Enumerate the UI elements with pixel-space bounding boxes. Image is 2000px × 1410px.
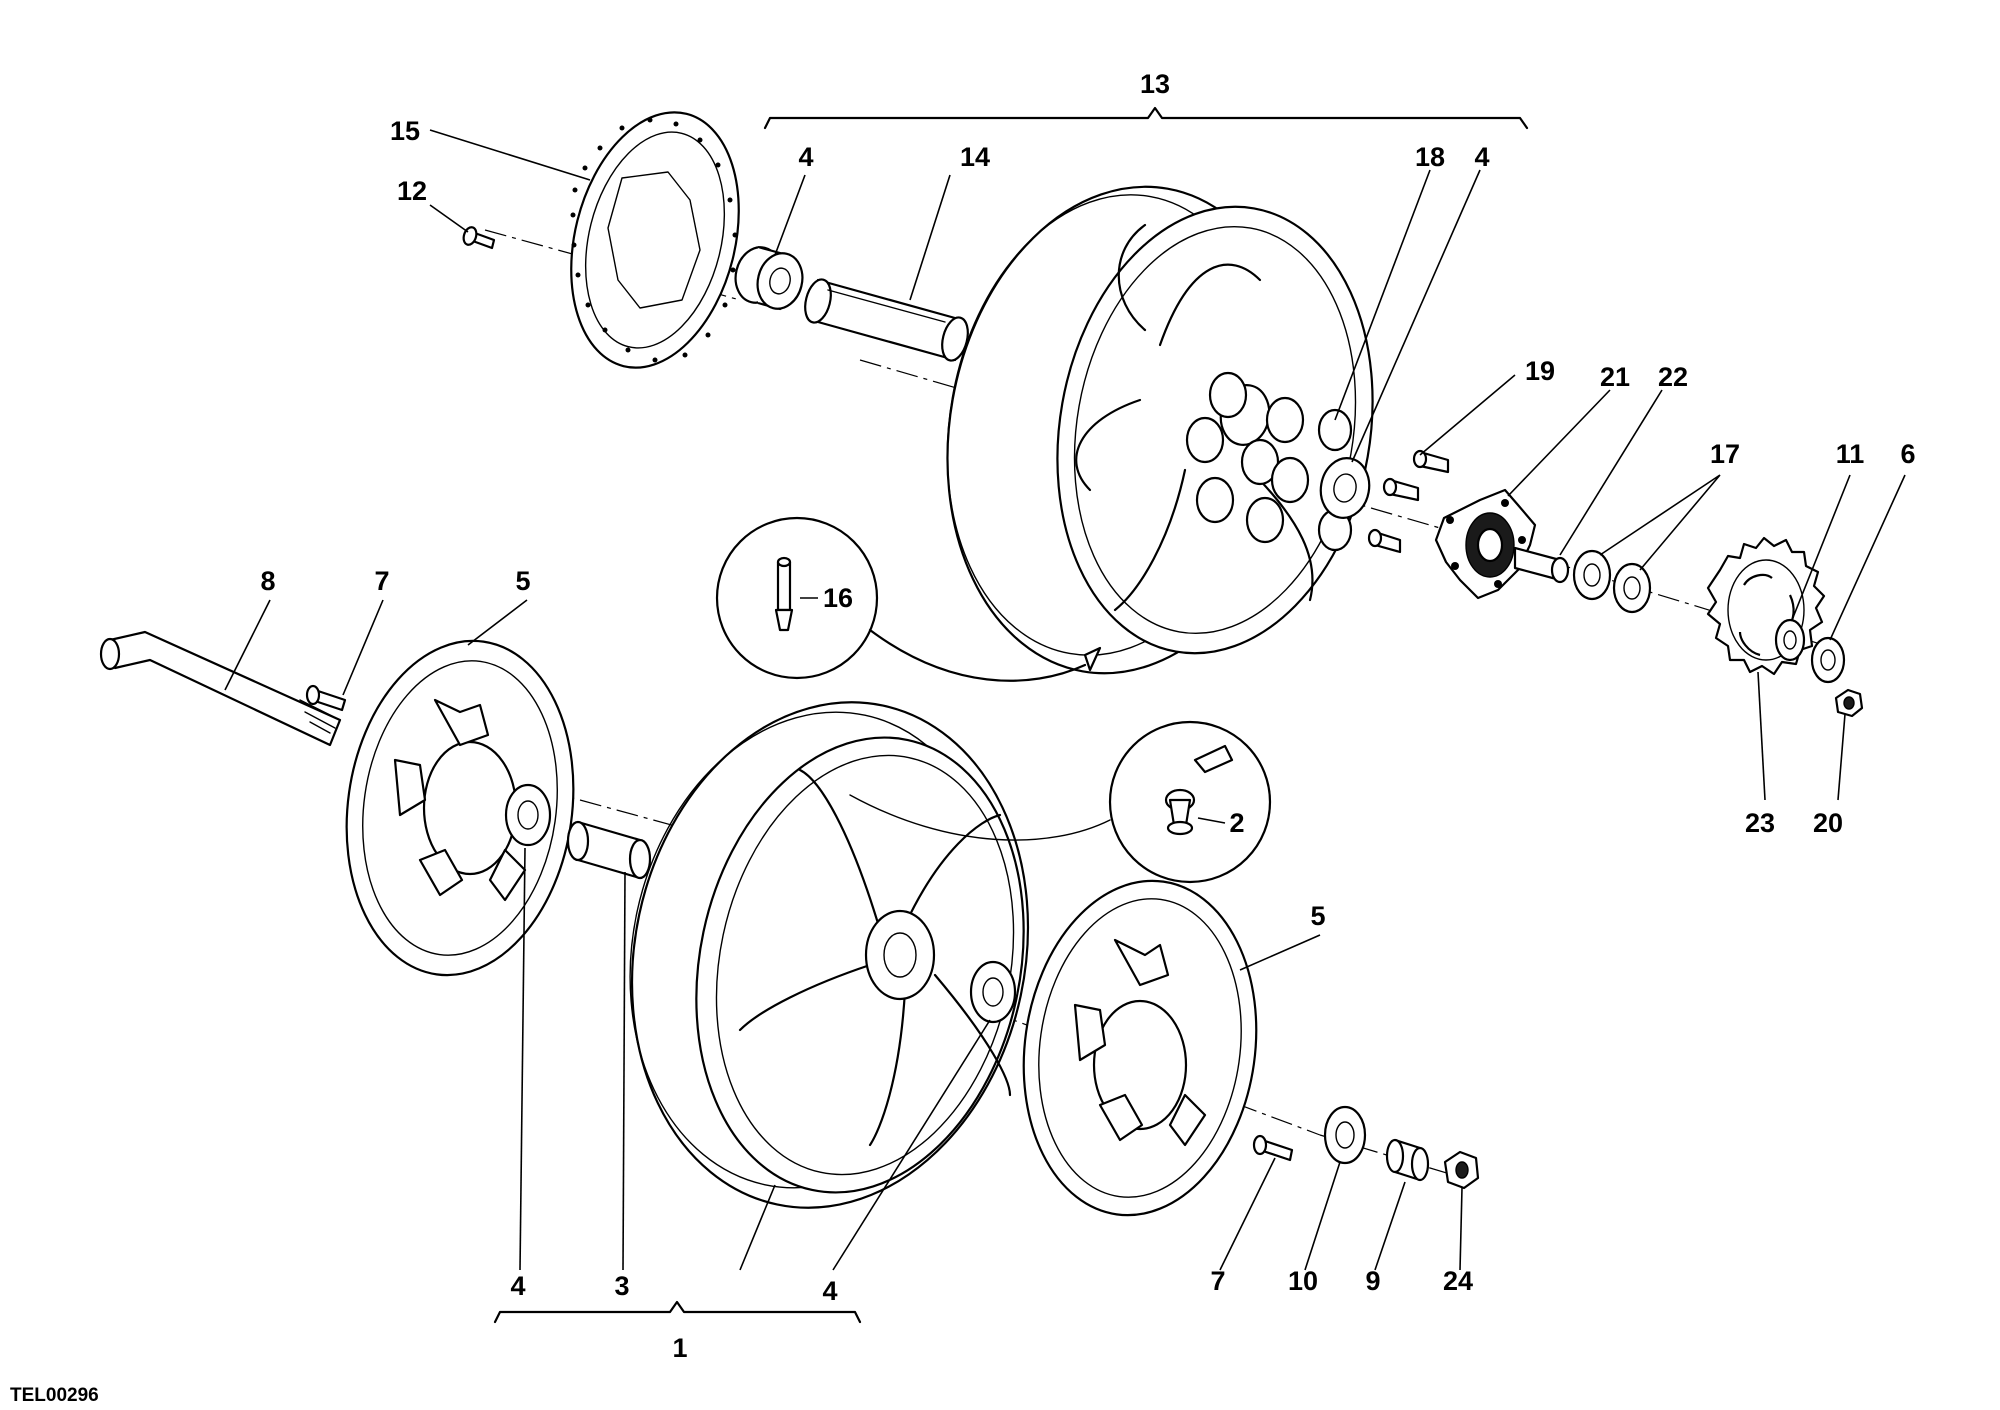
callout-4-front-right[interactable]: 4 [822,1276,837,1306]
callout-18[interactable]: 18 [1415,142,1445,172]
callout-4-rear-right[interactable]: 4 [1474,142,1489,172]
sprocket-carrier[interactable] [1434,488,1537,600]
callout-10[interactable]: 10 [1288,1266,1318,1296]
callout-5-front-right[interactable]: 5 [1310,901,1325,931]
disc-screw-rear[interactable] [462,226,496,250]
callout-1[interactable]: 1 [672,1333,687,1363]
rear-hub-spacer[interactable] [801,277,972,363]
front-axle-nut[interactable] [1443,1150,1480,1190]
sprocket-carrier-bearing[interactable] [1572,549,1652,614]
callout-13[interactable]: 13 [1140,69,1170,99]
assembly-bracket-rear [763,106,1529,130]
front-hub-spacer[interactable] [566,820,652,880]
callout-23[interactable]: 23 [1745,808,1775,838]
rear-wheel[interactable] [910,158,1407,701]
front-valve-inset[interactable] [849,720,1272,884]
drawing-code: TEL00296 [10,1385,99,1406]
callout-3[interactable]: 3 [614,1271,629,1301]
callout-11[interactable]: 11 [1836,439,1865,469]
front-right-disc-screw[interactable] [1252,1134,1294,1162]
callout-16[interactable]: 16 [823,583,853,613]
front-axle[interactable] [99,630,342,747]
callout-12[interactable]: 12 [397,176,427,206]
callout-7-front-right[interactable]: 7 [1210,1266,1225,1296]
callout-4-rear-left[interactable]: 4 [798,142,813,172]
callout-22[interactable]: 22 [1658,362,1688,392]
callout-6[interactable]: 6 [1900,439,1915,469]
sprocket-washer[interactable] [1774,618,1806,662]
front-wheel[interactable] [586,665,1074,1245]
callout-2[interactable]: 2 [1229,808,1244,838]
sprocket-carrier-shaft[interactable] [1513,546,1570,584]
callout-numbers: 13 15 12 4 14 18 4 19 21 22 17 11 6 16 8… [260,69,1915,1363]
flange-washer[interactable] [1810,636,1846,684]
callout-5-front-left[interactable]: 5 [515,566,530,596]
callout-20[interactable]: 20 [1813,808,1843,838]
rear-valve-inset[interactable] [715,516,1102,682]
callout-7-front-left[interactable]: 7 [374,566,389,596]
callout-24[interactable]: 24 [1443,1266,1473,1296]
front-axle-spacer[interactable] [1385,1138,1430,1182]
callout-17[interactable]: 17 [1710,439,1740,469]
callout-15[interactable]: 15 [390,116,420,146]
rear-sprocket[interactable] [1706,536,1826,676]
callout-9[interactable]: 9 [1365,1266,1380,1296]
front-axle-washer[interactable] [1323,1105,1367,1165]
front-left-bearing[interactable] [504,783,552,847]
front-right-brake-disc[interactable] [1003,866,1278,1231]
callout-21[interactable]: 21 [1600,362,1630,392]
front-left-disc-screw[interactable] [305,684,347,712]
callout-14[interactable]: 14 [960,142,990,172]
rear-brake-disc[interactable] [546,95,764,386]
front-left-brake-disc[interactable] [326,626,595,990]
rear-right-bearing[interactable] [1316,454,1374,521]
callout-8[interactable]: 8 [260,566,275,596]
assembly-bracket-front [493,1300,862,1324]
callout-19[interactable]: 19 [1525,356,1555,386]
callout-leader-lines [224,129,1906,1271]
front-right-bearing[interactable] [969,960,1017,1024]
sprocket-carrier-stud[interactable] [1367,449,1450,554]
callout-4-front-left[interactable]: 4 [510,1271,525,1301]
rear-left-bearing[interactable] [730,243,808,314]
sprocket-nut[interactable] [1834,688,1864,718]
